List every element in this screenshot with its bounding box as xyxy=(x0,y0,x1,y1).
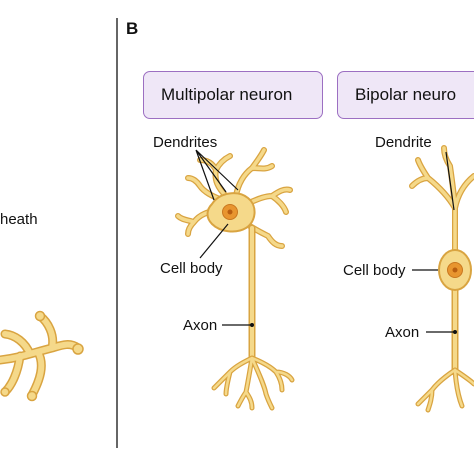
bipolar-title-box: Bipolar neuro xyxy=(337,71,474,119)
multipolar-title-box: Multipolar neuron xyxy=(143,71,323,119)
multipolar-axon-label: Axon xyxy=(183,317,218,334)
multipolar-cell-body-leader xyxy=(199,223,229,259)
bipolar-neuron xyxy=(409,145,474,413)
multipolar-cell-body-label: Cell body xyxy=(160,260,223,277)
bipolar-dendrite-leader xyxy=(445,151,455,211)
bipolar-dendrite-label: Dendrite xyxy=(375,134,432,151)
panel-a-partial-axon-terminals xyxy=(0,310,84,402)
bipolar-cell-body-label: Cell body xyxy=(343,262,406,279)
panel-a-partial-label: heath xyxy=(0,211,38,228)
multipolar-neuron xyxy=(175,147,295,411)
bipolar-title: Bipolar neuro xyxy=(355,85,457,104)
multipolar-dendrites-label: Dendrites xyxy=(153,134,218,151)
panel-letter-b: B xyxy=(126,19,139,38)
multipolar-title: Multipolar neuron xyxy=(161,85,293,104)
multipolar-dendrites-leader xyxy=(195,149,239,201)
bipolar-axon-label: Axon xyxy=(385,324,420,341)
